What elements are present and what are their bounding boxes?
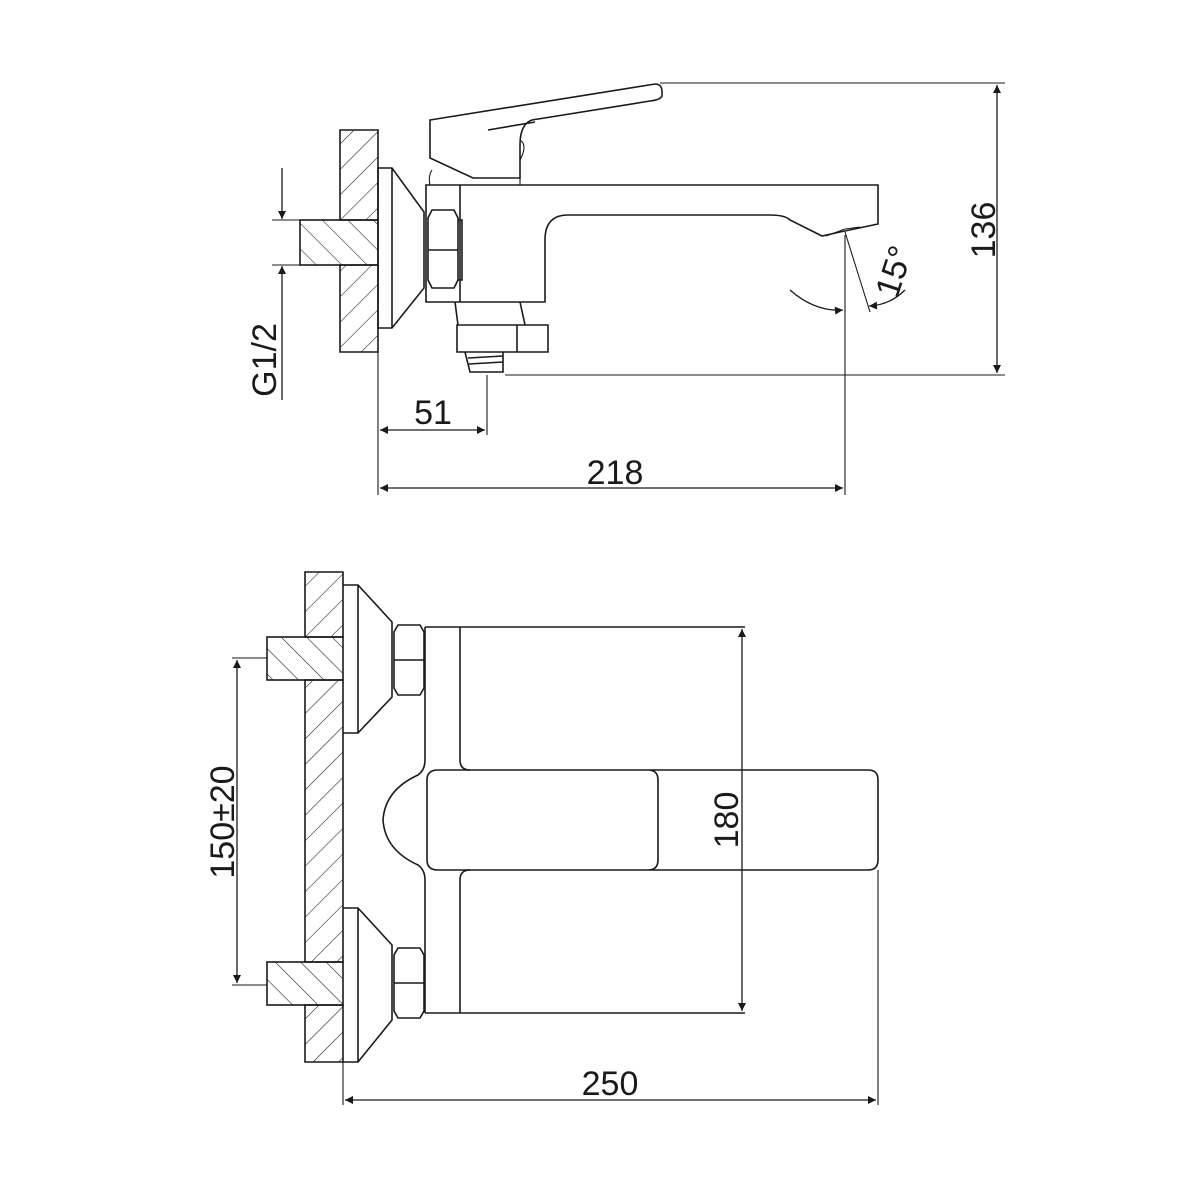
- escutcheon-top: [343, 584, 393, 734]
- inlet-pipe: [299, 219, 379, 266]
- dim-label-51: 51: [414, 394, 452, 432]
- nut-top: [393, 624, 425, 696]
- handle-cartridge: [428, 139, 525, 186]
- dim-label-g12: G1/2: [246, 323, 284, 397]
- diverter: [454, 301, 549, 373]
- mixer-body: [425, 184, 879, 303]
- mixer-body: [382, 626, 745, 1014]
- dim-label-218: 218: [587, 454, 644, 492]
- extension-lines: [232, 657, 879, 1105]
- top-view: 150±20 180 250: [204, 571, 879, 1105]
- spout-angle-line: [844, 231, 871, 313]
- angle-arc: [789, 289, 844, 315]
- lever-handle: [426, 769, 879, 871]
- extension-lines: [272, 82, 1005, 495]
- dim-label-150: 150±20: [204, 765, 242, 878]
- dim-label-180: 180: [708, 792, 746, 849]
- nut-bottom: [393, 947, 425, 1019]
- dim-label-250: 250: [582, 1065, 639, 1103]
- inlet-pipe-top: [266, 636, 344, 681]
- dim-label-15deg: 15°: [869, 241, 921, 302]
- lever-handle: [429, 83, 663, 179]
- angle-arc-right: [868, 289, 906, 310]
- dim-label-136: 136: [965, 202, 1003, 259]
- escutcheon: [377, 167, 425, 329]
- escutcheon-bottom: [343, 907, 393, 1063]
- connection-nut: [427, 209, 463, 289]
- aerator: [825, 226, 861, 237]
- side-view: 136 G1/2 51 218 15°: [246, 82, 1005, 495]
- inlet-pipe-bottom: [266, 961, 344, 1006]
